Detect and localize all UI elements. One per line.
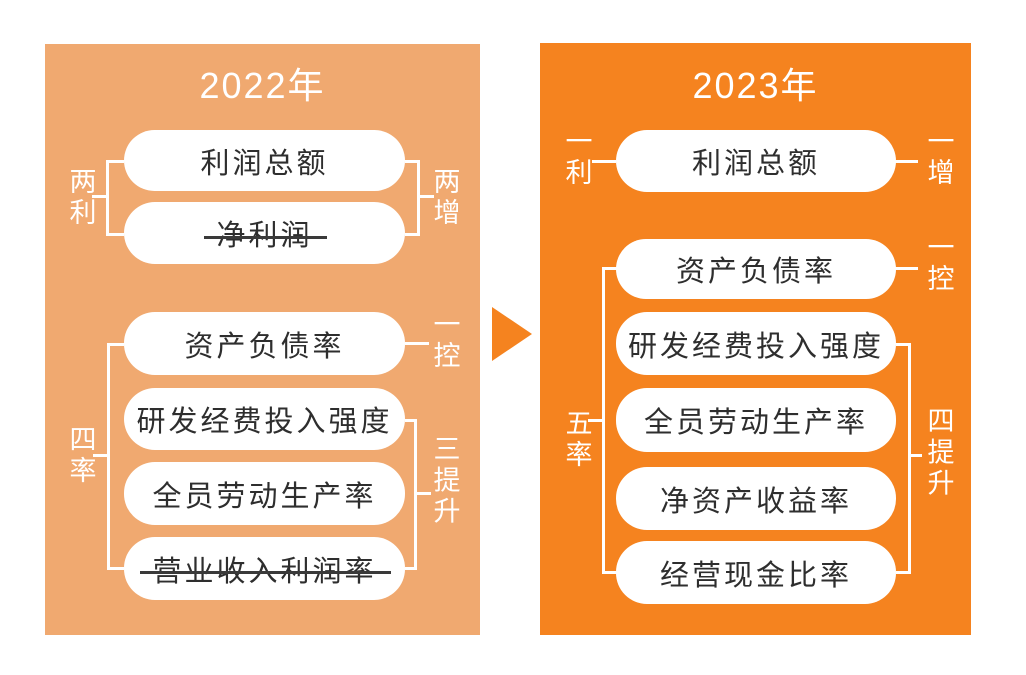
metric-box-labor-productivity-2023: 全员劳动生产率 [616,388,896,452]
bracket-line [602,267,605,574]
metric-label: 资产负债率 [184,330,345,363]
metric-label: 净利润 [204,212,327,254]
metric-label: 资产负债率 [675,256,836,288]
group-label-one-control-2022: 一控 [429,310,460,372]
metric-box-rd-intensity-2023: 研发经费投入强度 [616,312,896,375]
metric-label: 研发经费投入强度 [136,406,393,438]
bracket-line [894,267,918,270]
group-label-five-rates: 五率 [561,409,592,471]
bracket-line [417,160,420,236]
bracket-line [420,195,434,198]
bracket-line [414,419,417,570]
bracket-line [107,343,124,346]
bracket-line [405,567,417,570]
bracket-line [106,160,124,163]
metric-label: 经营现金比率 [659,559,852,592]
metric-box-labor-productivity-2022: 全员劳动生产率 [124,462,405,525]
group-label-four-rates: 四率 [65,425,96,487]
panel-2022-title: 2022年 [199,65,326,106]
metric-label: 净资产收益率 [659,485,852,518]
transition-right-arrow-icon [492,307,532,361]
metric-box-total-profit-2022: 利润总额 [124,130,405,191]
bracket-line [92,195,106,198]
bracket-line [107,567,124,570]
metric-box-revenue-profit-margin-2022: 营业收入利润率 [124,537,405,600]
bracket-line [405,419,417,422]
panel-2023-title: 2023年 [692,65,819,106]
metric-box-debt-ratio-2022: 资产负债率 [124,312,405,375]
bracket-line [107,343,110,570]
metric-box-debt-ratio-2023: 资产负债率 [616,239,896,299]
group-label-three-improvements: 三提升 [429,434,460,528]
metric-box-operating-cash-ratio-2023: 经营现金比率 [616,541,896,604]
bracket-line [592,160,616,163]
metric-label: 利润总额 [200,147,329,180]
bracket-line [896,343,908,346]
group-label-one-control-2023: 一控 [923,233,954,295]
bracket-line [93,454,107,457]
group-label-one-increase: 一增 [923,127,954,189]
metric-label: 利润总额 [691,148,820,180]
bracket-line [602,571,617,574]
bracket-line [602,267,617,270]
bracket-line [405,160,420,163]
bracket-line [405,233,420,236]
group-label-one-profit: 一利 [561,127,592,189]
metric-box-net-profit-2022: 净利润 [124,202,405,264]
group-label-four-improvements: 四提升 [923,406,954,500]
metric-label: 研发经费投入强度 [627,330,884,363]
metric-box-return-on-equity-2023: 净资产收益率 [616,467,896,530]
group-label-two-increases: 两增 [429,167,460,229]
metric-label: 营业收入利润率 [140,548,391,590]
bracket-line [908,343,911,574]
metric-label: 全员劳动生产率 [152,480,377,513]
bracket-line [894,160,918,163]
bracket-line [417,492,431,495]
bracket-line [588,419,602,422]
metric-box-rd-intensity-2022: 研发经费投入强度 [124,388,405,450]
bracket-line [908,454,922,457]
bracket-line [106,233,124,236]
group-label-two-profits: 两利 [65,167,96,229]
metric-label: 全员劳动生产率 [643,407,868,439]
bracket-line [896,571,908,574]
bracket-line [405,342,429,345]
bracket-line [106,160,109,236]
metric-box-total-profit-2023: 利润总额 [616,130,896,192]
